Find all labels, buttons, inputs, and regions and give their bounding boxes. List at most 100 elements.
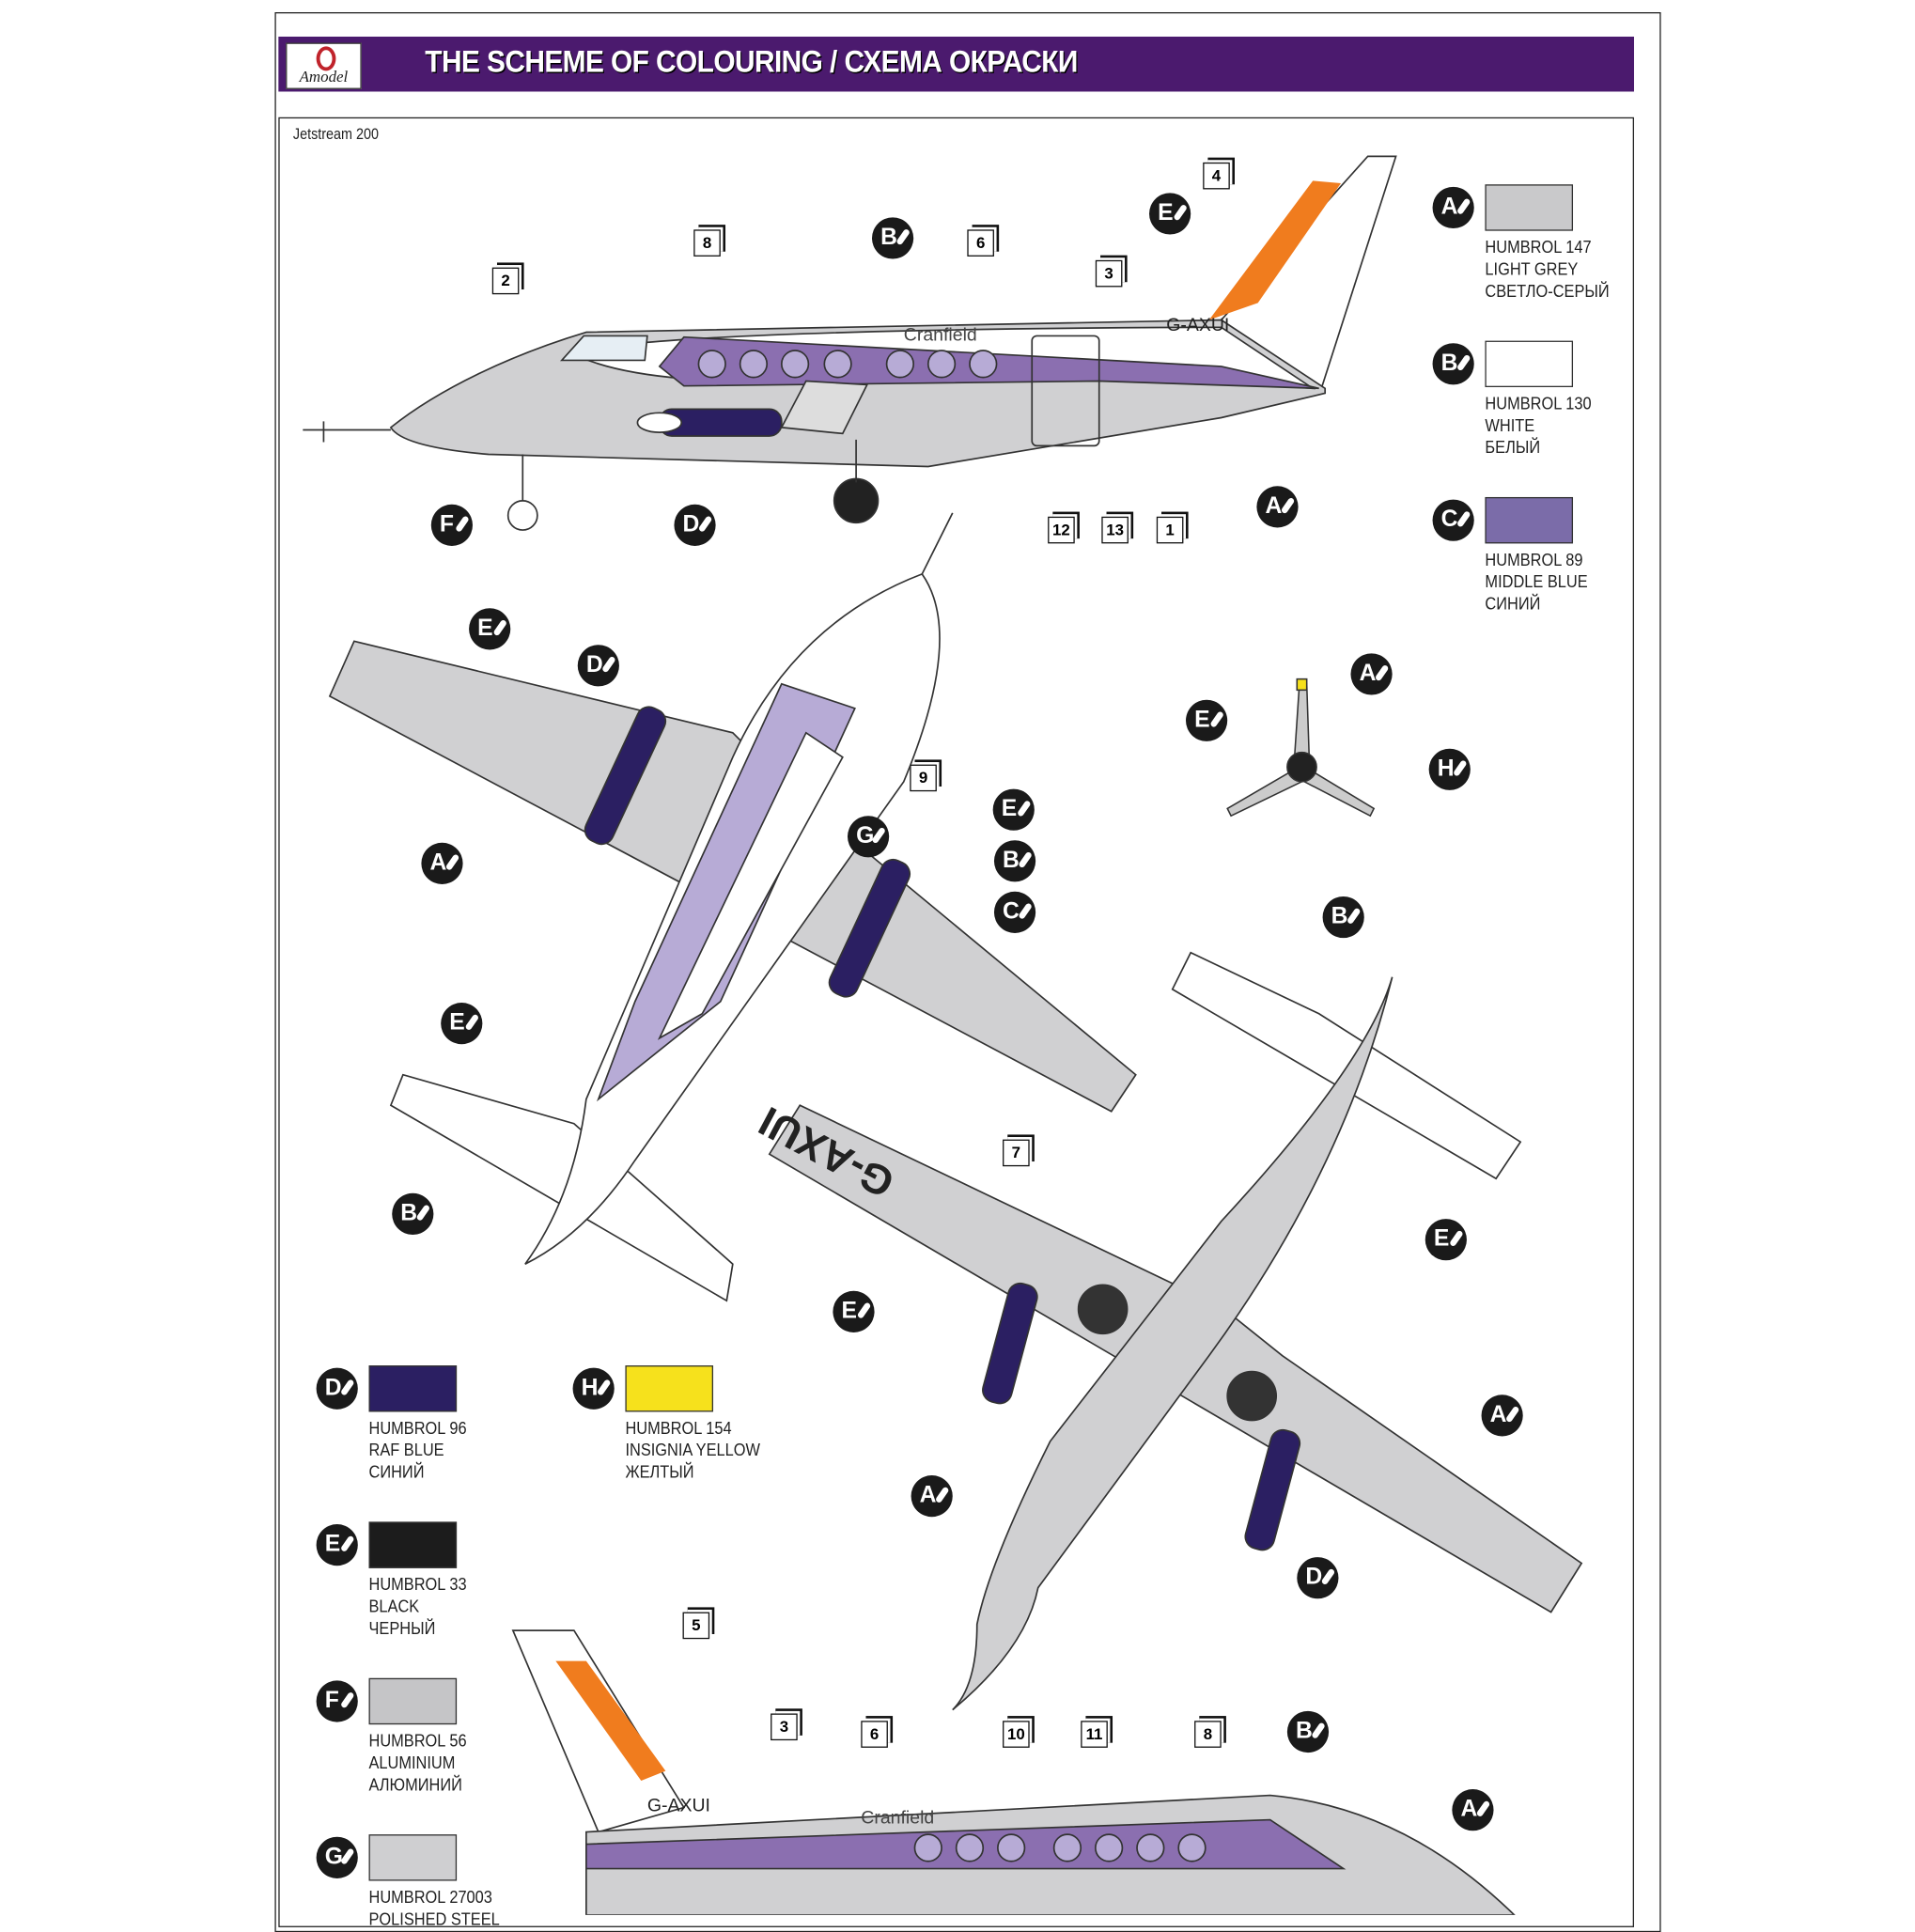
paint-marker-icon: D (1297, 1557, 1339, 1599)
paint-letter-icon: A (1432, 186, 1474, 229)
paint-marker-icon: C (993, 891, 1036, 933)
colour-swatch (1485, 340, 1574, 388)
colour-code: HUMBROL 56 (368, 1730, 467, 1751)
colour-name-ru: СИНИЙ (368, 1461, 425, 1482)
colour-swatch (1485, 184, 1574, 231)
colour-swatch (368, 1677, 458, 1725)
colour-name-ru: СИНИЙ (1485, 593, 1541, 614)
colour-swatch (368, 1365, 458, 1412)
paint-marker-icon: E (441, 1003, 483, 1045)
side-view-top (303, 155, 1397, 531)
paint-marker-icon: A (1452, 1789, 1494, 1831)
page-title: THE SCHEME OF COLOURING / СХЕМА ОКРАСКИ (425, 45, 1078, 80)
paint-marker-icon: E (992, 788, 1035, 831)
propeller-diagram (1226, 678, 1376, 818)
colour-code: HUMBROL 96 (368, 1417, 467, 1438)
decal-number-box: 5 (682, 1612, 710, 1640)
colour-name-ru: СВЕТЛО-СЕРЫЙ (1485, 280, 1610, 301)
paint-letter-icon: D (316, 1367, 358, 1410)
colour-name-ru: ЧЕРНЫЙ (368, 1618, 436, 1638)
colour-name: INSIGNIA YELLOW (625, 1440, 760, 1460)
bottom-view: G-AXUI (752, 951, 1583, 1711)
colour-name-ru: БЕЛЫЙ (1485, 437, 1541, 458)
colour-swatch (625, 1365, 714, 1412)
paint-marker-icon: H (1428, 748, 1471, 790)
paint-letter-icon: H (572, 1367, 615, 1410)
decal-number-box: 13 (1101, 516, 1129, 544)
tail-registration-top: G-AXUI (1166, 315, 1229, 335)
colour-name-ru: АЛЮМИНИЙ (368, 1774, 462, 1795)
paint-marker-icon: E (469, 608, 511, 650)
decal-number-box: 3 (1095, 259, 1123, 288)
colour-name: MIDDLE BLUE (1485, 571, 1588, 592)
paint-marker-icon: B (1286, 1710, 1330, 1753)
decal-number-box: 12 (1048, 516, 1075, 544)
paint-marker-icon: E (1149, 193, 1191, 235)
decal-number-box: 11 (1081, 1721, 1108, 1748)
amodel-logo: Amodel (286, 42, 362, 89)
paint-marker-icon: B (871, 217, 914, 259)
top-view (328, 512, 1137, 1302)
paint-marker-icon: E (1186, 699, 1228, 741)
colour-code: HUMBROL 33 (368, 1574, 467, 1595)
side-view-bottom (511, 1629, 1516, 1915)
colour-code: HUMBROL 154 (625, 1417, 732, 1438)
colour-swatch (368, 1521, 458, 1568)
aircraft-type: Jetstream 200 (292, 124, 379, 144)
paint-marker-icon: E (833, 1290, 875, 1332)
paint-letter-icon: F (316, 1680, 358, 1722)
paint-marker-icon: B (392, 1192, 434, 1235)
paint-marker-icon: A (421, 842, 463, 884)
paint-letter-icon: E (316, 1524, 358, 1566)
paint-marker-icon: A (1256, 486, 1299, 528)
paint-letter-icon: C (1432, 499, 1474, 541)
colour-name-ru: ЖЕЛТЫЙ (625, 1461, 694, 1482)
decal-number-box: 6 (967, 229, 994, 257)
paint-marker-icon: E (1425, 1219, 1467, 1261)
decal-number-box: 2 (491, 267, 520, 295)
colour-name: LIGHT GREY (1485, 258, 1579, 279)
fuselage-titles-bottom: Cranfield (861, 1807, 934, 1828)
colour-code: HUMBROL 89 (1485, 549, 1583, 569)
paint-marker-icon: D (674, 504, 716, 546)
decal-number-box: 1 (1156, 516, 1184, 544)
paint-marker-icon: B (993, 840, 1036, 882)
decal-number-box: 8 (693, 229, 721, 257)
fuselage-titles-top: Cranfield (904, 325, 977, 346)
paint-marker-icon: A (911, 1475, 953, 1518)
colour-swatch (368, 1834, 458, 1881)
colour-name: ALUMINIUM (368, 1753, 456, 1772)
decal-number-box: 3 (771, 1713, 798, 1741)
paint-marker-icon: G (847, 816, 890, 858)
decal-number-box: 8 (1194, 1721, 1222, 1748)
colour-code: HUMBROL 147 (1485, 237, 1592, 257)
tail-registration-bottom: G-AXUI (647, 1795, 710, 1815)
colour-name: WHITE (1485, 414, 1535, 435)
paint-marker-icon: D (577, 645, 619, 687)
paint-marker-icon: B (1322, 896, 1364, 939)
decal-number-box: 9 (910, 764, 937, 792)
colour-code: HUMBROL 27003 (368, 1887, 492, 1907)
decal-number-box: 10 (1003, 1721, 1030, 1748)
paint-marker-icon: A (1481, 1394, 1523, 1437)
colour-name: BLACK (368, 1596, 420, 1616)
colour-name: POLISHED STEEL (368, 1909, 500, 1929)
paint-marker-icon: A (1350, 653, 1393, 695)
header-band: Amodel THE SCHEME OF COLOURING / СХЕМА О… (278, 36, 1634, 92)
decal-number-box: 6 (861, 1721, 888, 1748)
paint-letter-icon: B (1432, 343, 1474, 385)
colour-name: RAF BLUE (368, 1440, 444, 1460)
colour-label: HUMBROL 56 ALUMINIUM АЛЮМИНИЙ (369, 1729, 467, 1795)
decal-number-box: 4 (1203, 162, 1230, 190)
paint-marker-icon: F (430, 504, 473, 546)
paint-letter-icon: G (316, 1836, 358, 1878)
colour-code: HUMBROL 130 (1485, 393, 1592, 413)
